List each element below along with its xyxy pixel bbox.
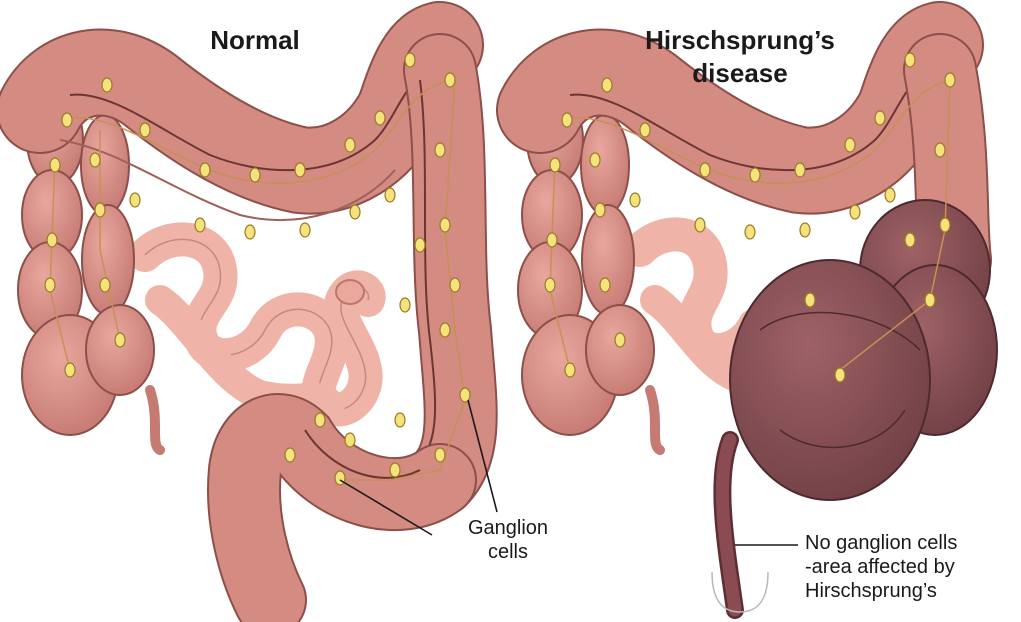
ganglion-cell: [405, 53, 415, 67]
ganglion-cell: [695, 218, 705, 232]
ganglion-cell: [550, 158, 560, 172]
ganglion-cell: [905, 233, 915, 247]
ganglion-cell: [945, 73, 955, 87]
ganglion-cell: [90, 153, 100, 167]
ganglion-cell: [47, 233, 57, 247]
ganglion-cell: [600, 278, 610, 292]
ganglion-cell: [450, 278, 460, 292]
ganglion-cell: [315, 413, 325, 427]
ganglion-cell: [415, 238, 425, 252]
ganglion-cell: [300, 223, 310, 237]
sigmoid-rectum-normal: [244, 430, 440, 600]
ganglion-cell: [640, 123, 650, 137]
ganglion-cell: [62, 113, 72, 127]
ganglion-cell: [50, 158, 60, 172]
ganglion-cell: [595, 203, 605, 217]
ganglion-cell: [115, 333, 125, 347]
ganglion-cell: [800, 223, 810, 237]
ganglion-cell: [615, 333, 625, 347]
ganglion-cell: [925, 293, 935, 307]
ganglion-cell: [562, 113, 572, 127]
ganglion-cell: [875, 111, 885, 125]
ganglion-cell: [100, 278, 110, 292]
hirschsprung-colon: [518, 45, 997, 612]
panel-title-hirschsprung: Hirschsprung’s disease: [620, 24, 860, 89]
megacolon: [730, 200, 997, 500]
descending-colon-normal: [410, 70, 461, 480]
ganglion-cell: [835, 368, 845, 382]
ganglion-cell: [795, 163, 805, 177]
ganglion-cell: [130, 193, 140, 207]
ganglion-cell: [375, 111, 385, 125]
ganglion-cell: [400, 298, 410, 312]
ganglion-cell: [440, 323, 450, 337]
callout-ganglion-cells: Ganglion cells: [438, 516, 578, 564]
ganglion-cell: [905, 53, 915, 67]
ganglion-cell: [385, 188, 395, 202]
ganglion-cell: [745, 225, 755, 239]
ganglion-cell: [45, 278, 55, 292]
ganglion-cell: [440, 218, 450, 232]
ganglion-cell: [590, 153, 600, 167]
panel-title-normal: Normal: [180, 24, 330, 57]
ganglion-cell: [140, 123, 150, 137]
ganglion-cell: [195, 218, 205, 232]
ganglion-cell: [345, 138, 355, 152]
ganglion-cell: [245, 225, 255, 239]
ganglion-cell: [935, 143, 945, 157]
ganglion-cell: [350, 205, 360, 219]
ganglion-cell: [805, 293, 815, 307]
ganglion-cell: [630, 193, 640, 207]
ganglion-cell: [565, 363, 575, 377]
ganglion-cell: [545, 278, 555, 292]
small-intestine-normal: [145, 239, 369, 409]
ganglion-cell: [445, 73, 455, 87]
ganglion-cell: [547, 233, 557, 247]
ganglion-cell: [435, 143, 445, 157]
callout-no-ganglion: No ganglion cells -area affected by Hirs…: [805, 531, 1015, 603]
ganglion-cell: [700, 163, 710, 177]
ganglion-cell: [65, 363, 75, 377]
ganglion-cell: [940, 218, 950, 232]
ganglion-cell: [845, 138, 855, 152]
ganglion-cell: [435, 448, 445, 462]
ganglion-cell: [602, 78, 612, 92]
ganglion-cell: [885, 188, 895, 202]
ganglion-cell: [345, 433, 355, 447]
ganglion-cell: [285, 448, 295, 462]
ganglion-cell: [250, 168, 260, 182]
ganglion-cell: [95, 203, 105, 217]
ganglion-cell: [200, 163, 210, 177]
ganglion-cell: [750, 168, 760, 182]
ganglion-cell: [390, 463, 400, 477]
ganglion-cell: [295, 163, 305, 177]
ganglion-cell: [850, 205, 860, 219]
ganglion-cell: [395, 413, 405, 427]
ganglion-cell: [102, 78, 112, 92]
